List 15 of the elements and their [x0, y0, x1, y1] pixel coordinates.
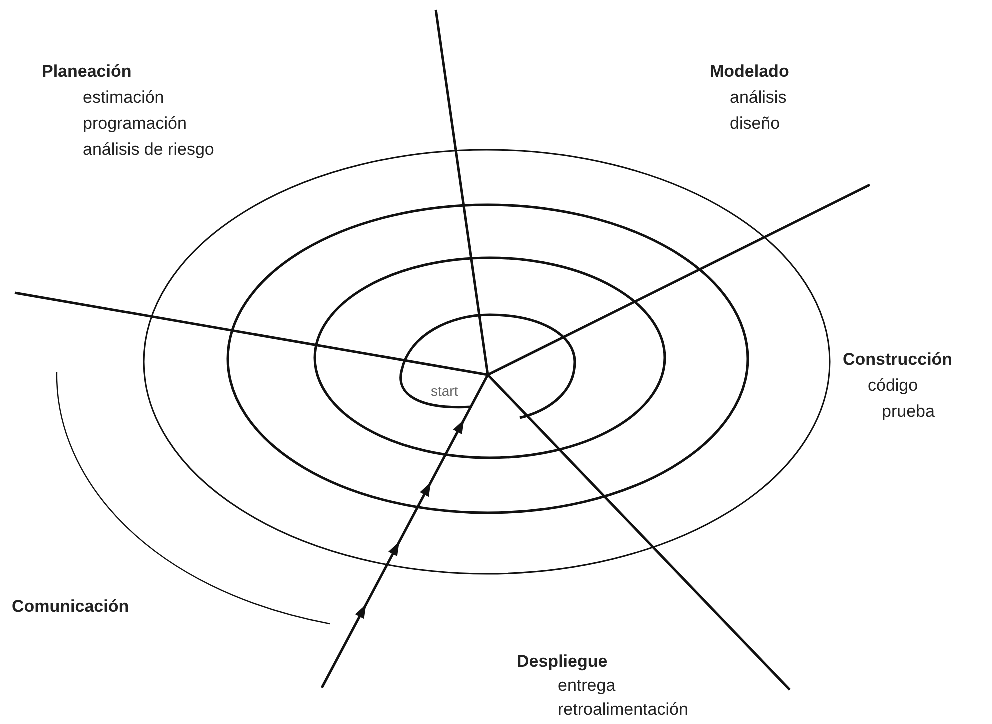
phase-heading: Construcción — [843, 349, 953, 371]
task-label: entrega — [558, 675, 616, 697]
phase-heading: Comunicación — [12, 596, 130, 618]
task-label: prueba — [882, 401, 935, 423]
phase-heading: Modelado — [710, 61, 790, 83]
phase-heading: Despliegue — [517, 651, 608, 673]
phase-heading: Planeación — [42, 61, 132, 83]
task-label: programación — [83, 113, 187, 135]
task-label: diseño — [730, 113, 780, 135]
task-label: retroalimentación — [558, 699, 688, 721]
task-label: análisis — [730, 87, 787, 109]
task-label: estimación — [83, 87, 164, 109]
task-label: código — [868, 375, 918, 397]
task-label: análisis de riesgo — [83, 139, 214, 161]
start-label: start — [431, 382, 458, 401]
